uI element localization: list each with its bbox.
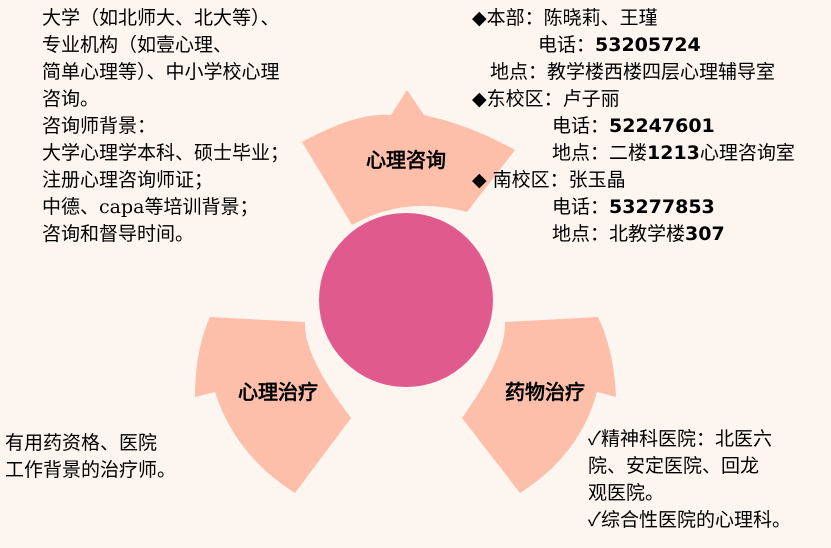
- segment-medicine-label: 药物治疗: [505, 380, 585, 404]
- medicine-hospitals-text: ✓精神科医院：北医六 院、安定医院、回龙 观医院。 ✓综合性医院的心理科。: [588, 426, 791, 534]
- segment-therapy: [195, 317, 351, 493]
- segment-consult-label: 心理咨询: [366, 148, 446, 172]
- text-line: 简单心理等）、中小学校心理: [42, 61, 280, 83]
- diamond-bullet-icon: ◆: [472, 88, 487, 110]
- east-campus-location: 地点：二楼1213心理咨询室: [552, 142, 795, 164]
- south-campus-phone: 电话：53277853: [552, 196, 715, 218]
- hospital-item-general: ✓综合性医院的心理科。: [588, 509, 791, 531]
- segment-therapy-label: 心理治疗: [238, 380, 318, 404]
- text-line: 咨询。: [42, 88, 100, 110]
- south-campus-location: 地点：北教学楼307: [552, 223, 725, 245]
- segment-medicine: [462, 317, 616, 493]
- south-campus-heading: ◆南校区：张玉晶: [472, 169, 626, 191]
- diamond-bullet-icon: ◆: [472, 7, 487, 29]
- text-line: 工作背景的治疗师。: [5, 459, 177, 481]
- text-line: 观医院。: [588, 482, 665, 504]
- check-icon: ✓: [588, 509, 601, 531]
- text-line: 大学心理学本科、硕士毕业；: [42, 142, 290, 164]
- segment-consult: [302, 90, 515, 225]
- main-campus-heading: ◆本部：陈晓莉、王瑾: [472, 7, 658, 29]
- contact-info-block: ◆本部：陈晓莉、王瑾 电话：53205724 地点：教学楼西楼四层心理辅导室 ◆…: [472, 5, 795, 248]
- center-circle: [319, 213, 493, 387]
- text-line: 专业机构（如壹心理、: [42, 34, 233, 56]
- text-line: 中德、capa等培训背景；: [42, 196, 259, 218]
- diamond-bullet-icon: ◆: [472, 169, 487, 191]
- main-campus-location: 地点：教学楼西楼四层心理辅导室: [490, 61, 776, 83]
- text-line: 咨询师背景：: [42, 115, 157, 137]
- east-campus-phone: 电话：52247601: [552, 115, 715, 137]
- text-line: 有用药资格、医院: [5, 432, 158, 454]
- text-line: 注册心理咨询师证；: [42, 169, 214, 191]
- east-campus-heading: ◆东校区：卢子丽: [472, 88, 620, 110]
- text-line: 咨询和督导时间。: [42, 223, 195, 245]
- therapy-description-text: 有用药资格、医院 工作背景的治疗师。: [5, 430, 176, 484]
- main-campus-phone: 电话：53205724: [538, 34, 701, 56]
- hospital-item-psychiatric: ✓精神科医院：北医六: [588, 428, 772, 450]
- text-line: 院、安定医院、回龙: [588, 455, 760, 477]
- consult-institutions-text: 大学（如北师大、北大等）、 专业机构（如壹心理、 简单心理等）、中小学校心理 咨…: [42, 5, 289, 248]
- text-line: 大学（如北师大、北大等）、: [42, 7, 280, 29]
- check-icon: ✓: [588, 428, 601, 450]
